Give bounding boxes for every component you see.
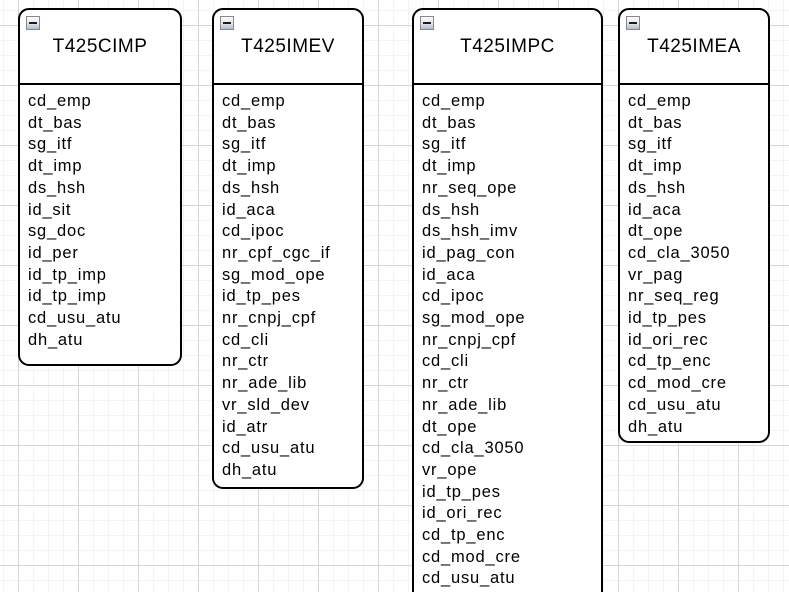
entity-title: T425CIMP [52, 35, 148, 57]
field-row[interactable]: ds_hsh [222, 178, 281, 197]
field-row[interactable]: sg_doc [28, 222, 87, 241]
entity-title: T425IMEA [647, 35, 741, 57]
field-row[interactable]: id_per [28, 243, 79, 262]
entity-header: T425CIMP [20, 10, 180, 85]
field-row[interactable]: cd_mod_cre [628, 374, 727, 393]
field-row[interactable]: cd_usu_atu [222, 439, 316, 458]
collapse-button[interactable] [26, 16, 40, 30]
entity-field-list: cd_emp dt_bas sg_itf dt_imp ds_hsh id_aca cd_i… [214, 85, 362, 482]
collapse-button[interactable] [420, 16, 434, 30]
field-row[interactable]: cd_usu_atu [628, 395, 722, 414]
field-row[interactable]: dh_atu [28, 330, 84, 349]
field-row[interactable]: cd_tp_enc [422, 526, 506, 545]
field-row[interactable]: id_tp_pes [422, 482, 501, 501]
field-row[interactable]: id_ori_rec [628, 330, 709, 349]
field-row[interactable]: nr_cpf_cgc_if [222, 243, 331, 262]
field-row[interactable]: nr_seq_ope [422, 178, 518, 197]
field-row[interactable]: nr_cnpj_cpf [422, 330, 517, 349]
field-row[interactable]: id_tp_pes [628, 309, 707, 328]
field-row[interactable]: nr_cnpj_cpf [222, 309, 317, 328]
collapse-button[interactable] [626, 16, 640, 30]
field-row[interactable]: cd_cli [222, 330, 269, 349]
field-row[interactable]: dt_bas [628, 113, 683, 132]
entity-title: T425IMPC [460, 35, 555, 57]
field-row[interactable]: sg_itf [222, 135, 267, 154]
field-row[interactable]: cd_usu_atu [422, 569, 516, 588]
field-row[interactable]: id_tp_pes [222, 287, 301, 306]
field-row[interactable]: cd_emp [222, 92, 286, 110]
entity-header: T425IMPC [414, 10, 601, 85]
field-row[interactable]: ds_hsh [28, 178, 87, 197]
field-row[interactable]: dt_bas [422, 113, 477, 132]
field-row[interactable]: cd_cli [422, 352, 469, 371]
field-row[interactable]: dh_atu [222, 460, 278, 479]
field-row[interactable]: id_tp_imp [28, 265, 107, 284]
field-row[interactable]: dt_imp [28, 157, 83, 176]
field-row[interactable]: cd_ipoc [222, 222, 285, 241]
field-row[interactable]: nr_ade_lib [422, 395, 508, 414]
field-row[interactable]: id_pag_con [422, 243, 516, 262]
field-row[interactable]: vr_ope [422, 460, 478, 479]
field-row[interactable]: ds_hsh_imv [422, 222, 519, 241]
field-row[interactable]: dt_imp [422, 157, 477, 176]
field-row[interactable]: sg_itf [28, 135, 73, 154]
entity-table-t425impc[interactable]: T425IMPC cd_emp dt_bas sg_itf dt_imp nr_seq_… [412, 8, 603, 592]
field-row[interactable]: cd_ipoc [422, 287, 485, 306]
field-row[interactable]: id_aca [222, 200, 276, 219]
field-row[interactable]: ds_hsh [628, 178, 687, 197]
field-row[interactable]: nr_seq_reg [628, 287, 720, 306]
minus-icon [629, 22, 637, 24]
field-row[interactable]: sg_itf [628, 135, 673, 154]
collapse-button[interactable] [220, 16, 234, 30]
minus-icon [423, 22, 431, 24]
entity-field-list: cd_emp dt_bas sg_itf dt_imp nr_seq_ope ds_hsh… [414, 85, 601, 590]
field-row[interactable]: id_tp_imp [28, 287, 107, 306]
field-row[interactable]: cd_cla_3050 [628, 243, 731, 262]
field-row[interactable]: dt_bas [222, 113, 277, 132]
field-row[interactable]: dt_ope [422, 417, 478, 436]
entity-field-list: cd_emp dt_bas sg_itf dt_imp ds_hsh id_sit sg_d… [20, 85, 180, 351]
field-row[interactable]: cd_cla_3050 [422, 439, 525, 458]
field-row[interactable]: dh_atu [628, 417, 684, 436]
field-row[interactable]: nr_ctr [222, 352, 269, 371]
entity-header: T425IMEV [214, 10, 362, 85]
field-row[interactable]: id_ori_rec [422, 504, 503, 523]
field-row[interactable]: vr_pag [628, 265, 684, 284]
field-row[interactable]: sg_mod_ope [222, 265, 326, 284]
field-row[interactable]: id_aca [422, 265, 476, 284]
field-row[interactable]: vr_sld_dev [222, 395, 310, 414]
field-row[interactable]: dt_imp [628, 157, 683, 176]
entity-title: T425IMEV [241, 35, 335, 57]
field-row[interactable]: id_atr [222, 417, 269, 436]
field-row[interactable]: ds_hsh [422, 200, 481, 219]
minus-icon [223, 22, 231, 24]
field-row[interactable]: dt_ope [628, 222, 684, 241]
field-row[interactable]: id_sit [28, 200, 72, 219]
field-row[interactable]: cd_usu_atu [28, 309, 122, 328]
field-row[interactable]: nr_ade_lib [222, 374, 308, 393]
field-row[interactable]: cd_emp [628, 92, 692, 110]
field-row[interactable]: sg_mod_ope [422, 309, 526, 328]
field-row[interactable]: cd_tp_enc [628, 352, 712, 371]
entity-header: T425IMEA [620, 10, 768, 85]
field-row[interactable]: id_aca [628, 200, 682, 219]
field-row[interactable]: cd_emp [28, 92, 92, 110]
field-row[interactable]: dt_imp [222, 157, 277, 176]
field-row[interactable]: nr_ctr [422, 374, 469, 393]
minus-icon [29, 22, 37, 24]
field-row[interactable]: cd_emp [422, 92, 486, 110]
entity-field-list: cd_emp dt_bas sg_itf dt_imp ds_hsh id_aca dt_o… [620, 85, 768, 438]
field-row[interactable]: dt_bas [28, 113, 83, 132]
field-row[interactable]: cd_mod_cre [422, 547, 521, 566]
field-row[interactable]: sg_itf [422, 135, 467, 154]
